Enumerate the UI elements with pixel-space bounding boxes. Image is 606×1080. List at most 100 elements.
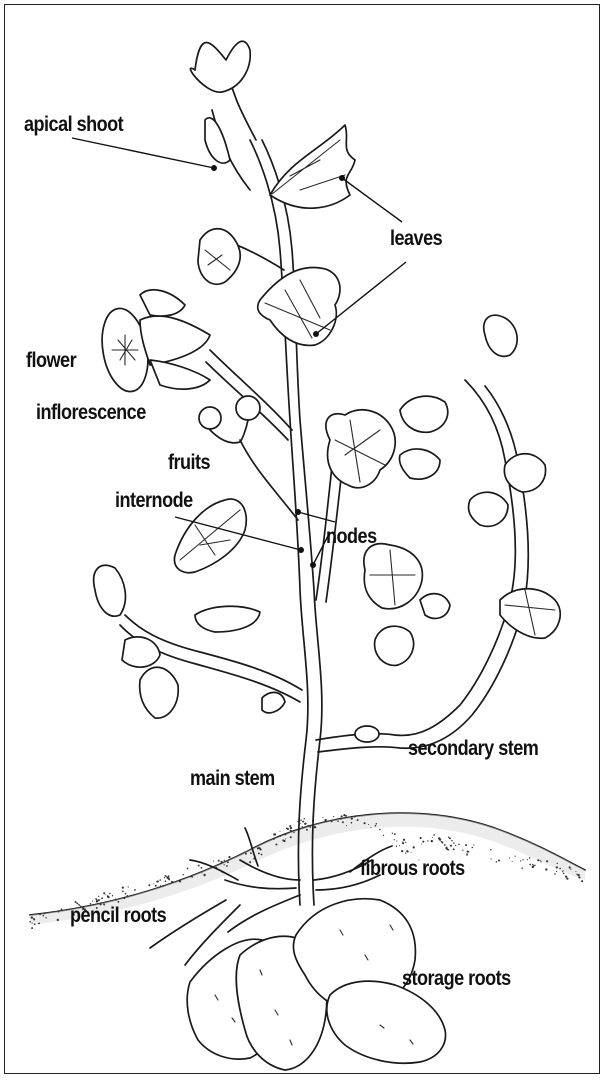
soil-speckle [105, 894, 106, 895]
soil-speckle [364, 822, 366, 824]
soil-speckle [39, 914, 40, 915]
soil-speckle [228, 856, 230, 858]
soil-speckle [333, 816, 334, 817]
soil-speckle [125, 893, 127, 895]
soil-speckle [554, 873, 556, 875]
soil-speckle [341, 815, 343, 817]
soil-speckle [122, 891, 124, 893]
soil-speckle [164, 877, 165, 878]
soil-speckle [179, 880, 181, 882]
soil-speckle [302, 821, 304, 823]
soil-speckle [31, 916, 33, 918]
soil-speckle [32, 923, 33, 924]
soil-speckle [512, 861, 513, 862]
soil-speckle [273, 838, 275, 840]
soil-speckle [509, 857, 510, 858]
label-flower: flower [26, 350, 76, 371]
soil-speckle [532, 866, 534, 868]
soil-speckle [168, 875, 170, 877]
soil-speckle [92, 901, 93, 902]
soil-speckle [101, 897, 103, 899]
soil-speckle [351, 818, 353, 820]
soil-speckle [112, 895, 113, 896]
soil-speckle [261, 854, 263, 856]
soil-speckle [453, 842, 454, 843]
soil-speckle [451, 840, 452, 841]
label-leaves: leaves [390, 228, 442, 249]
soil-speckle [43, 915, 45, 917]
soil-speckle [458, 844, 460, 846]
soil-speckle [433, 834, 435, 836]
soil-speckle [310, 826, 312, 828]
soil-speckle [375, 825, 377, 827]
soil-speckle [439, 838, 441, 840]
soil-speckle [250, 852, 252, 854]
soil-speckle [399, 845, 400, 846]
soil-speckle [396, 841, 397, 842]
soil-speckle [405, 842, 406, 843]
label-apical-shoot: apical shoot [24, 114, 123, 135]
soil-speckle [467, 850, 469, 852]
soil-speckle [122, 887, 124, 889]
soil-speckle [465, 844, 467, 846]
soil-speckle [224, 864, 225, 865]
soil-speckle [405, 852, 406, 853]
soil-speckle [403, 839, 405, 841]
soil-speckle [569, 866, 571, 868]
soil-speckle [342, 821, 344, 823]
soil-speckle [462, 849, 463, 850]
soil-speckle [165, 876, 166, 877]
soil-speckle [402, 842, 404, 844]
soil-speckle [31, 927, 33, 929]
soil-speckle [220, 861, 222, 863]
leaves-drawing [94, 41, 561, 718]
soil-speckle [290, 836, 292, 838]
soil-speckle [57, 919, 59, 921]
soil-speckle [280, 835, 281, 836]
soil-speckle [343, 814, 345, 816]
soil-speckle [155, 885, 157, 887]
soil-speckle [165, 880, 167, 882]
soil-speckle [515, 856, 516, 857]
soil-speckle [34, 923, 36, 925]
soil-speckle [522, 859, 523, 860]
soil-speckle [287, 828, 289, 830]
soil-speckle [134, 889, 136, 891]
soil-speckle [128, 886, 129, 887]
soil-speckle [158, 886, 159, 887]
soil-speckle [115, 899, 117, 901]
soil-speckle [411, 852, 412, 853]
soil-speckle [455, 845, 456, 846]
soil-speckle [527, 859, 528, 860]
soil-speckle [498, 859, 500, 861]
soil-speckle [322, 817, 323, 818]
soil-speckle [226, 865, 228, 867]
label-storage-roots: storage roots [402, 968, 511, 989]
soil-speckle [556, 871, 557, 872]
soil-speckle [159, 879, 161, 881]
soil-speckle [520, 860, 521, 861]
soil-speckle [421, 844, 422, 845]
soil-speckle [198, 865, 200, 867]
soil-speckle [331, 821, 333, 823]
soil-speckle [182, 874, 183, 875]
soil-speckle [291, 830, 293, 832]
soil-speckle [442, 842, 444, 844]
soil-speckle [300, 823, 301, 824]
soil-speckle [453, 848, 455, 850]
soil-speckle [258, 852, 260, 854]
soil-speckle [224, 860, 225, 861]
label-fibrous-roots: fibrous roots [360, 858, 465, 879]
soil-speckle [383, 835, 384, 836]
soil-speckle [368, 824, 369, 825]
soil-speckle [33, 919, 35, 921]
soil-speckle [161, 886, 162, 887]
soil-speckle [565, 875, 567, 877]
soil-speckle [245, 853, 247, 855]
fruits-drawing [199, 396, 260, 443]
soil-speckle [422, 841, 424, 843]
soil-speckle [156, 881, 158, 883]
soil-speckle [61, 908, 63, 910]
soil-speckle [284, 833, 286, 835]
